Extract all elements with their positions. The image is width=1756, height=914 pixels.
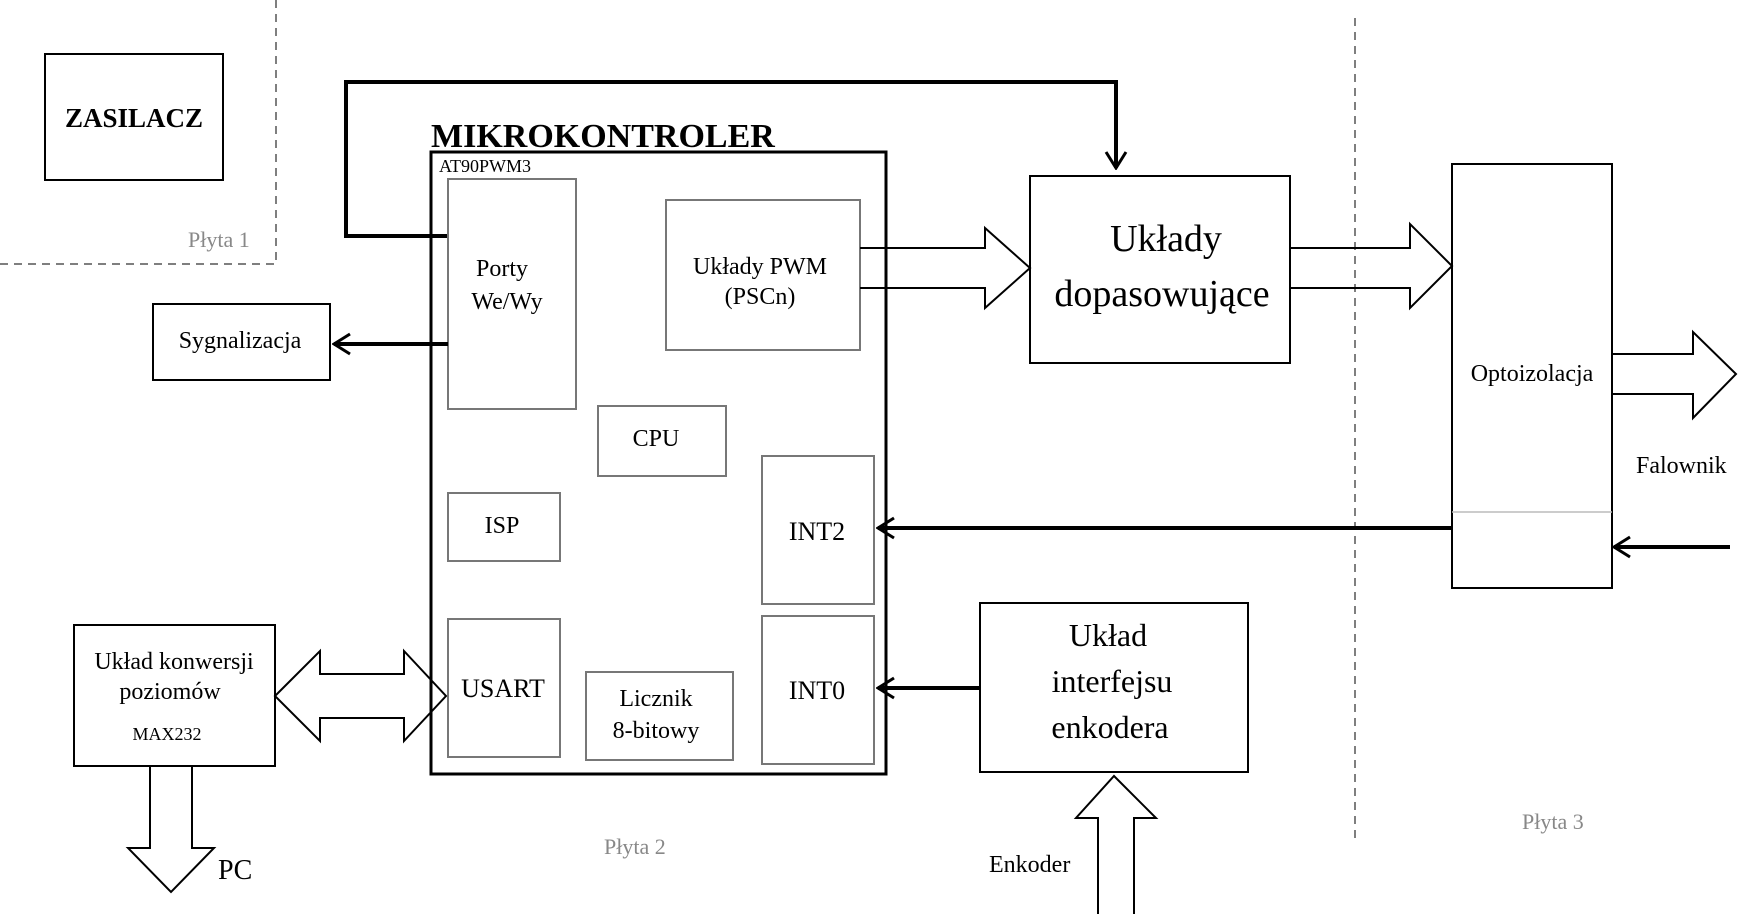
licznik-box	[585, 671, 734, 761]
enkoder-label: Enkoder	[989, 852, 1070, 878]
pwm-label-line2: (PSCn)	[725, 284, 796, 310]
plyta2-label: Płyta 2	[604, 834, 666, 859]
at90-label: AT90PWM3	[439, 156, 531, 176]
cpu-label: CPU	[633, 426, 680, 452]
enkoder-interface-label-line3: enkodera	[1051, 709, 1168, 745]
porty-label-line2: We/Wy	[471, 289, 542, 315]
isp-label: ISP	[485, 513, 520, 539]
falownik-output-arrow	[1612, 329, 1738, 421]
pwm-box	[665, 199, 861, 351]
sygnalizacja-label: Sygnalizacja	[179, 328, 302, 354]
int0-label: INT0	[789, 676, 845, 705]
int2-box	[761, 455, 875, 605]
porty-to-dopasowujace-line	[344, 80, 1116, 238]
plyta1-label: Płyta 1	[188, 227, 250, 252]
enkoder-interface-label-line1: Układ	[1069, 617, 1147, 653]
pwm-label-line1: Układy PWM	[693, 254, 827, 280]
pc-label: PC	[218, 855, 252, 886]
dopasowujace-label-line2: dopasowujące	[1054, 273, 1269, 315]
dopasowujace-box	[1029, 175, 1291, 364]
zasilacz-box	[44, 53, 224, 181]
mikrokontroler-box	[429, 150, 888, 776]
porty-box	[447, 178, 577, 410]
int0-box	[761, 615, 875, 765]
enkoder-interface-label-line2: interfejsu	[1052, 663, 1173, 699]
mikrokontroler-title: MIKROKONTROLER	[431, 118, 775, 155]
isp-box	[447, 492, 561, 562]
sygnalizacja-box	[152, 303, 331, 381]
usart-konwersja-arrow	[273, 648, 448, 744]
zasilacz-label: ZASILACZ	[65, 103, 203, 133]
konwersja-label-line1: Układ konwersji	[94, 649, 254, 675]
cpu-box	[597, 405, 727, 477]
pc-output-arrow	[125, 766, 217, 894]
dopasowujace-to-optoizolacja-arrow	[1290, 221, 1454, 311]
porty-label-line1: Porty	[476, 256, 528, 282]
dopasowujace-label-line1: Układy	[1110, 218, 1222, 260]
optoizolacja-label: Optoizolacja	[1471, 361, 1594, 387]
max232-label: MAX232	[132, 724, 201, 744]
optoizolacja-box	[1451, 163, 1613, 589]
int2-label: INT2	[789, 517, 845, 546]
licznik-label-line1: Licznik	[619, 686, 692, 712]
usart-box	[447, 618, 561, 758]
plyta3-label: Płyta 3	[1522, 809, 1584, 834]
konwersja-label-line2: poziomów	[119, 679, 221, 705]
enkoder-input-arrow	[1073, 774, 1159, 914]
falownik-label: Falownik	[1636, 453, 1727, 479]
board-boundaries	[0, 0, 1356, 840]
usart-label: USART	[461, 674, 545, 703]
licznik-label-line2: 8-bitowy	[613, 718, 700, 744]
